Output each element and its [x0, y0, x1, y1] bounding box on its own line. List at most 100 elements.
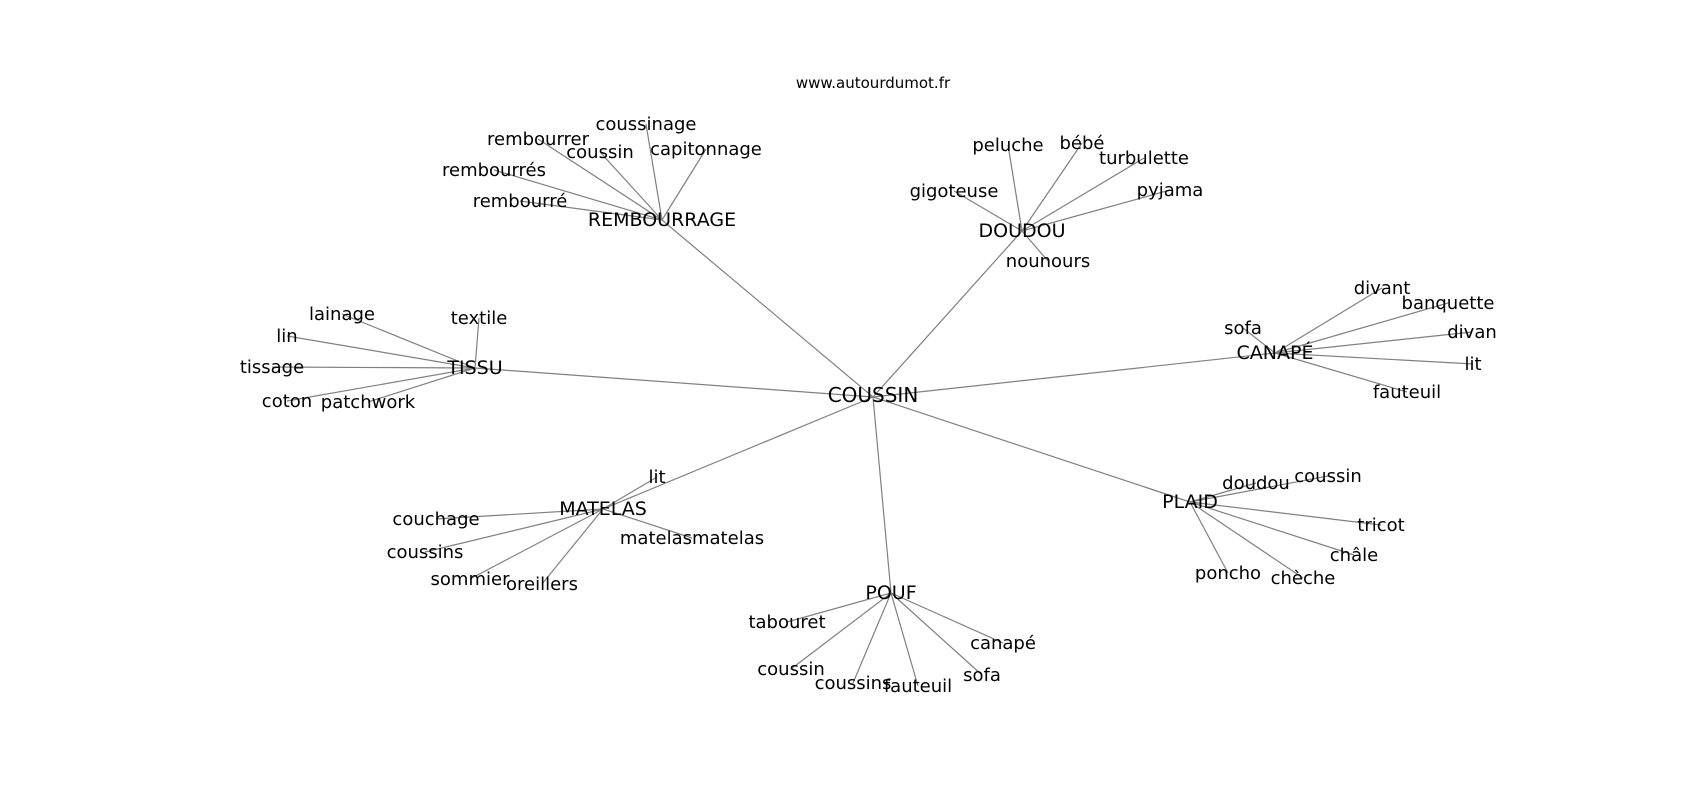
- word-node-label: oreillers: [506, 574, 578, 595]
- hub-node-label: REMBOURRAGE: [588, 209, 736, 231]
- edge-center-to-plaid: [872, 396, 1191, 503]
- word-node-label: coussin: [757, 659, 824, 680]
- word-node-label: sofa: [963, 665, 1001, 686]
- word-node-label: nounours: [1006, 251, 1090, 272]
- word-node-label: peluche: [972, 135, 1043, 156]
- word-node-label: rembourrés: [442, 160, 546, 181]
- word-node-label: banquette: [1402, 293, 1495, 314]
- edge-hub-to-word: [645, 123, 663, 221]
- hub-node-label: DOUDOU: [979, 220, 1066, 242]
- word-node-label: tissage: [240, 357, 304, 378]
- edge-hub-to-word: [786, 592, 892, 623]
- edge-hub-to-word: [1189, 501, 1304, 579]
- word-node-label: gigoteuse: [910, 181, 999, 202]
- edge-hub-to-word: [1274, 331, 1473, 354]
- edge-hub-to-word: [424, 508, 604, 553]
- edge-center-to-doudou: [872, 230, 1023, 398]
- edge-hub-to-word: [852, 592, 892, 684]
- word-node-label: matelasmatelas: [620, 528, 764, 549]
- labels-layer: www.autourdumot.fr COUSSIN REMBOURRAGE co…: [240, 74, 1497, 697]
- word-node-label: capitonnage: [650, 139, 762, 160]
- site-url-label: www.autourdumot.fr: [796, 74, 951, 92]
- word-node-label: tabouret: [748, 612, 825, 633]
- word-node-label: lit: [1464, 354, 1481, 375]
- word-node-label: divant: [1354, 278, 1411, 299]
- edge-hub-to-word: [341, 313, 476, 369]
- edge-center-to-pouf: [872, 396, 892, 594]
- word-node-label: coussins: [387, 542, 464, 563]
- word-node-label: rembourrer: [487, 129, 590, 150]
- hub-node-label: CANAPÉ: [1237, 341, 1314, 364]
- edge-hub-to-word: [474, 317, 480, 369]
- word-node-label: lin: [276, 326, 297, 347]
- center-node-label: COUSSIN: [828, 383, 919, 407]
- hub-node-label: MATELAS: [559, 498, 647, 520]
- word-node-label: couchage: [392, 509, 479, 530]
- edge-hub-to-word: [890, 592, 919, 687]
- word-node-label: coussins: [815, 673, 892, 694]
- edge-hub-to-word: [1021, 142, 1083, 232]
- edge-hub-to-word: [790, 592, 892, 670]
- edge-hub-to-word: [1021, 157, 1145, 232]
- word-node-label: coussinage: [595, 114, 696, 135]
- edge-hub-to-word: [602, 476, 658, 510]
- word-node-label: pyjama: [1137, 180, 1204, 201]
- word-node-label: lit: [648, 467, 665, 488]
- edge-hub-to-word: [1274, 352, 1474, 365]
- word-node-label: sofa: [1224, 318, 1262, 339]
- edge-center-to-tissu: [474, 367, 874, 398]
- edge-hub-to-word: [1274, 302, 1449, 354]
- edge-hub-to-word: [599, 151, 663, 221]
- word-node-label: tricot: [1357, 515, 1404, 536]
- edge-hub-to-word: [890, 592, 983, 676]
- word-node-label: textile: [451, 308, 508, 329]
- edge-hub-to-word: [519, 200, 663, 221]
- edge-hub-to-word: [1274, 287, 1383, 354]
- edge-hub-to-word: [367, 367, 476, 403]
- edge-hub-to-word: [1189, 501, 1355, 556]
- edge-center-to-rembourrage: [661, 219, 874, 398]
- word-node-label: fauteuil: [884, 676, 952, 697]
- edge-hub-to-word: [286, 367, 476, 402]
- edge-hub-to-word: [1189, 501, 1382, 526]
- edge-hub-to-word: [537, 138, 663, 221]
- edges-layer: [271, 123, 1474, 687]
- word-node-label: coton: [262, 391, 312, 412]
- word-node-label: fauteuil: [1373, 382, 1441, 403]
- hub-node-label: POUF: [865, 582, 916, 604]
- edge-hub-to-word: [1189, 501, 1229, 574]
- edge-hub-to-word: [286, 335, 476, 369]
- edge-hub-to-word: [1021, 230, 1049, 262]
- word-node-label: canapé: [970, 633, 1036, 654]
- word-node-label: châle: [1330, 545, 1378, 566]
- edge-hub-to-word: [541, 508, 604, 585]
- word-node-label: coussin: [1294, 466, 1361, 487]
- word-node-label: chèche: [1271, 568, 1336, 589]
- word-node-label: lainage: [309, 304, 375, 325]
- word-node-label: divan: [1447, 322, 1497, 343]
- hub-node-label: TISSU: [446, 357, 502, 379]
- edge-hub-to-word: [493, 169, 663, 221]
- word-node-label: turbulette: [1099, 148, 1189, 169]
- hub-node-label: PLAID: [1162, 491, 1218, 513]
- edge-hub-to-word: [890, 592, 1004, 644]
- word-node-label: coussin: [566, 142, 633, 163]
- edge-hub-to-word: [1007, 144, 1023, 232]
- edge-hub-to-word: [602, 508, 693, 539]
- edge-hub-to-word: [661, 148, 707, 221]
- edge-hub-to-word: [953, 190, 1023, 232]
- edge-hub-to-word: [1189, 475, 1329, 503]
- word-node-label: bébé: [1060, 133, 1105, 154]
- edge-hub-to-word: [435, 508, 604, 520]
- edge-center-to-matelas: [602, 396, 874, 510]
- edge-hub-to-word: [1189, 482, 1257, 503]
- edge-hub-to-word: [1242, 327, 1276, 354]
- word-node-label: poncho: [1195, 563, 1261, 584]
- edge-hub-to-word: [469, 508, 604, 580]
- word-node-label: rembourré: [473, 191, 568, 212]
- edge-hub-to-word: [271, 366, 476, 369]
- word-node-label: sommier: [431, 569, 511, 590]
- word-node-label: patchwork: [321, 392, 416, 413]
- edge-center-to-canapé: [872, 352, 1276, 398]
